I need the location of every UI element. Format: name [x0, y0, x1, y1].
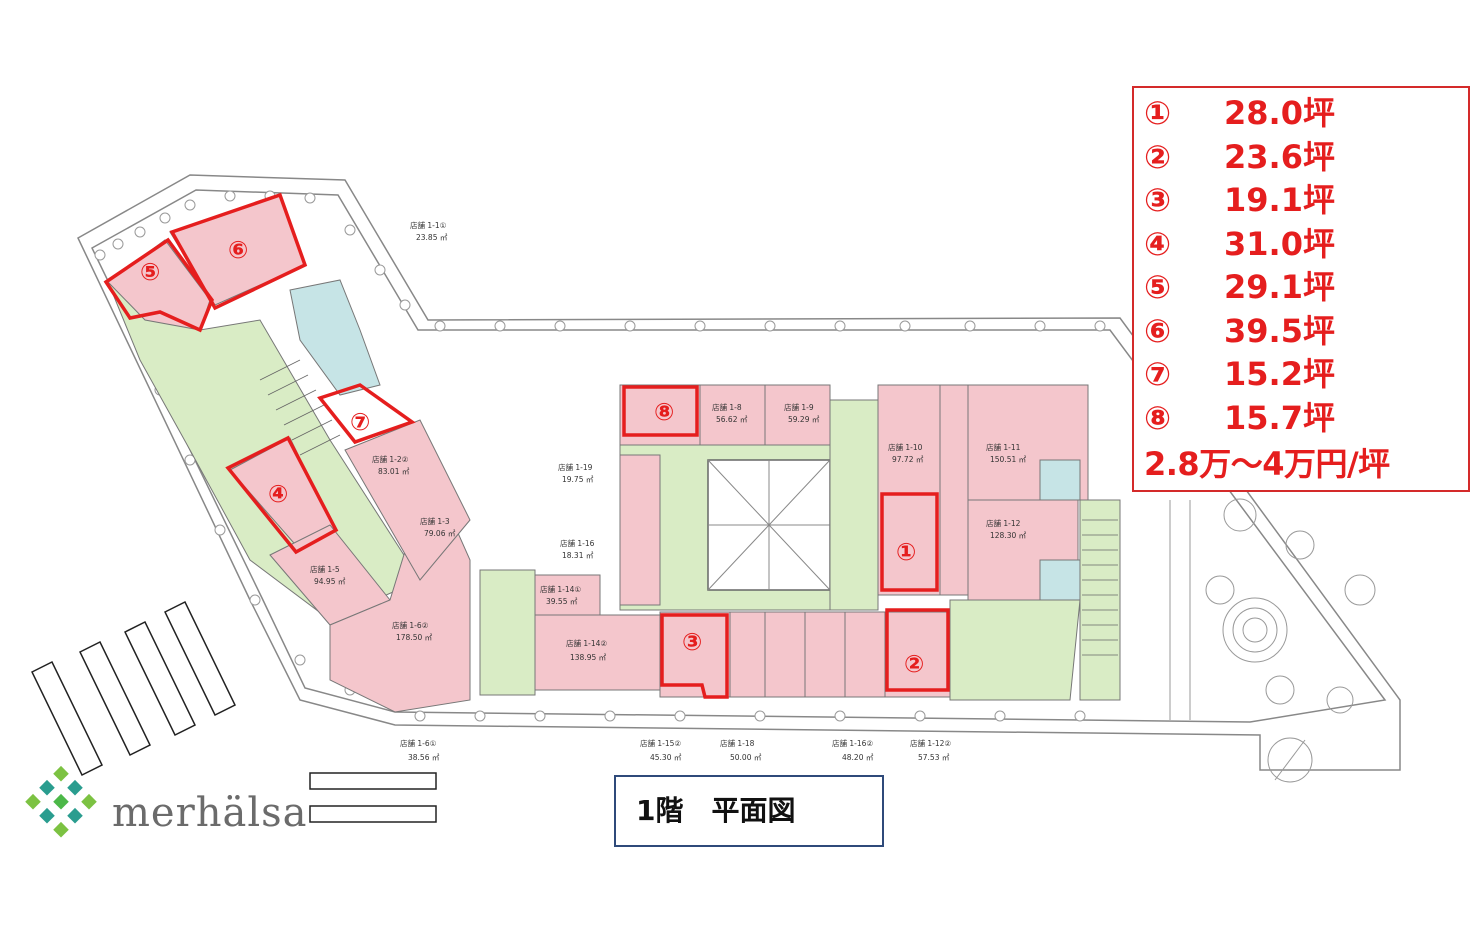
legend-number: ⑧: [1144, 398, 1172, 437]
shop-label-name: 店舗 1-3: [420, 516, 450, 526]
legend-area: 19.1坪: [1224, 181, 1335, 219]
rent-price-range: 2.8万～4万円/坪: [1144, 445, 1390, 483]
park-area: [1169, 498, 1376, 783]
unit-8-marker: ⑧: [654, 398, 674, 426]
brand-logo: merhälsa: [14, 762, 354, 852]
merhalsa-logo-icon: [25, 765, 97, 838]
site-outline: [77, 174, 1401, 771]
shop-label-area: 19.75 ㎡: [562, 475, 594, 484]
legend-number: ⑤: [1144, 268, 1172, 306]
shop-label-name: 店舗 1-12②: [910, 738, 951, 748]
shop-label-area: 45.30 ㎡: [650, 753, 682, 762]
legend-area: 23.6坪: [1224, 137, 1335, 176]
shop-label-name: 店舗 1-14①: [540, 584, 581, 594]
shop-label-name: 店舗 1-1①: [410, 220, 447, 230]
legend-number: ②: [1144, 137, 1172, 176]
unit-7-outline[interactable]: [317, 383, 416, 445]
legend-number: ①: [1144, 94, 1172, 132]
legend-row: ① 28.0坪: [1144, 92, 1468, 136]
legend-area: 39.5坪: [1224, 311, 1335, 350]
shop-label-name: 店舗 1-6①: [400, 738, 437, 748]
unit-markers: ① ② ③ ④ ⑤ ⑥ ⑦ ⑧: [140, 236, 924, 678]
legend-area: 15.2坪: [1224, 355, 1335, 393]
brand-wordmark: merhälsa: [112, 790, 308, 836]
shop-label-area: 150.51 ㎡: [990, 455, 1027, 464]
shop-label-name: 店舗 1-19: [558, 462, 593, 472]
shop-label-name: 店舗 1-10: [888, 442, 923, 452]
unit-2-marker: ②: [904, 650, 924, 678]
shop-label-name: 店舗 1-2②: [372, 454, 409, 464]
unit-7-marker: ⑦: [350, 408, 370, 436]
unit-4-outline[interactable]: [225, 435, 339, 555]
shop-label-area: 56.62 ㎡: [716, 415, 748, 424]
shop-label-name: 店舗 1-8: [712, 402, 742, 412]
floor-title: 1階 平面図: [614, 775, 884, 847]
legend-row: ② 23.6坪: [1144, 136, 1468, 180]
legend-number: ⑥: [1144, 311, 1172, 350]
shop-label-area: 23.85 ㎡: [416, 233, 448, 242]
shop-label-name: 店舗 1-16: [560, 538, 595, 548]
shop-label-area: 18.31 ㎡: [562, 551, 594, 560]
unit-2-outline[interactable]: [885, 608, 950, 692]
shop-label-name: 店舗 1-12: [986, 518, 1021, 528]
shop-label-name: 店舗 1-14②: [566, 638, 607, 648]
legend-area: 31.0坪: [1224, 224, 1335, 263]
shop-label-area: 48.20 ㎡: [842, 753, 874, 762]
shop-label-area: 79.06 ㎡: [424, 529, 456, 538]
legend-row: ③ 19.1坪: [1144, 179, 1468, 223]
shop-label-area: 38.56 ㎡: [408, 753, 440, 762]
shop-label-area: 138.95 ㎡: [570, 653, 607, 662]
legend-row: ⑦ 15.2坪: [1144, 353, 1468, 397]
shop-label-area: 50.00 ㎡: [730, 753, 762, 762]
stair-west: [259, 359, 341, 456]
shop-labels: 店舗 1-1① 23.85 ㎡ 店舗 1-2② 83.01 ㎡ 店舗 1-3 7…: [310, 220, 1027, 762]
shop-label-name: 店舗 1-11: [986, 442, 1021, 452]
unit-3-marker: ③: [682, 628, 702, 656]
shop-label-area: 94.95 ㎡: [314, 577, 346, 586]
legend-row: ⑧ 15.7坪: [1144, 397, 1468, 441]
shop-label-area: 178.50 ㎡: [396, 633, 433, 642]
legend-row: ④ 31.0坪: [1144, 223, 1468, 267]
shop-label-area: 128.30 ㎡: [990, 531, 1027, 540]
unit-8-outline[interactable]: [622, 385, 699, 437]
unit-6-outline[interactable]: [169, 192, 308, 311]
shop-label-name: 店舗 1-16②: [832, 738, 873, 748]
shop-label-name: 店舗 1-9: [784, 402, 814, 412]
unit-3-outline[interactable]: [660, 613, 729, 699]
shop-label-area: 83.01 ㎡: [378, 467, 410, 476]
bicycle-parking: [31, 600, 437, 823]
legend-number: ④: [1144, 224, 1172, 263]
unit-5-marker: ⑤: [140, 258, 160, 286]
shop-label-name: 店舗 1-5: [310, 564, 340, 574]
unit-6-marker: ⑥: [228, 236, 248, 264]
legend-row: ⑥ 39.5坪: [1144, 310, 1468, 354]
stair-east: [1082, 519, 1118, 656]
legend-row: ⑤ 29.1坪: [1144, 266, 1468, 310]
legend-area: 29.1坪: [1224, 268, 1335, 306]
unit-5-outline[interactable]: [103, 237, 214, 333]
unit-4-marker: ④: [268, 480, 288, 508]
shop-label-name: 店舗 1-15②: [640, 738, 681, 748]
shop-label-area: 57.53 ㎡: [918, 753, 950, 762]
legend-area: 28.0坪: [1224, 94, 1335, 132]
legend-number: ⑦: [1144, 355, 1172, 393]
area-legend: ① 28.0坪 ② 23.6坪 ③ 19.1坪 ④ 31.0坪 ⑤ 29.1坪 ⑥ 39.5…: [1132, 86, 1470, 492]
highlight-units: [103, 192, 950, 699]
unit-1-marker: ①: [896, 538, 916, 566]
unit-1-outline[interactable]: [880, 492, 939, 592]
shop-label-area: 39.55 ㎡: [546, 597, 578, 606]
shop-label-name: 店舗 1-18: [720, 738, 755, 748]
legend-area: 15.7坪: [1224, 398, 1335, 437]
shop-label-name: 店舗 1-6②: [392, 620, 429, 630]
shop-label-area: 97.72 ㎡: [892, 455, 924, 464]
legend-number: ③: [1144, 181, 1172, 219]
shop-label-area: 59.29 ㎡: [788, 415, 820, 424]
central-block: [479, 384, 1121, 701]
